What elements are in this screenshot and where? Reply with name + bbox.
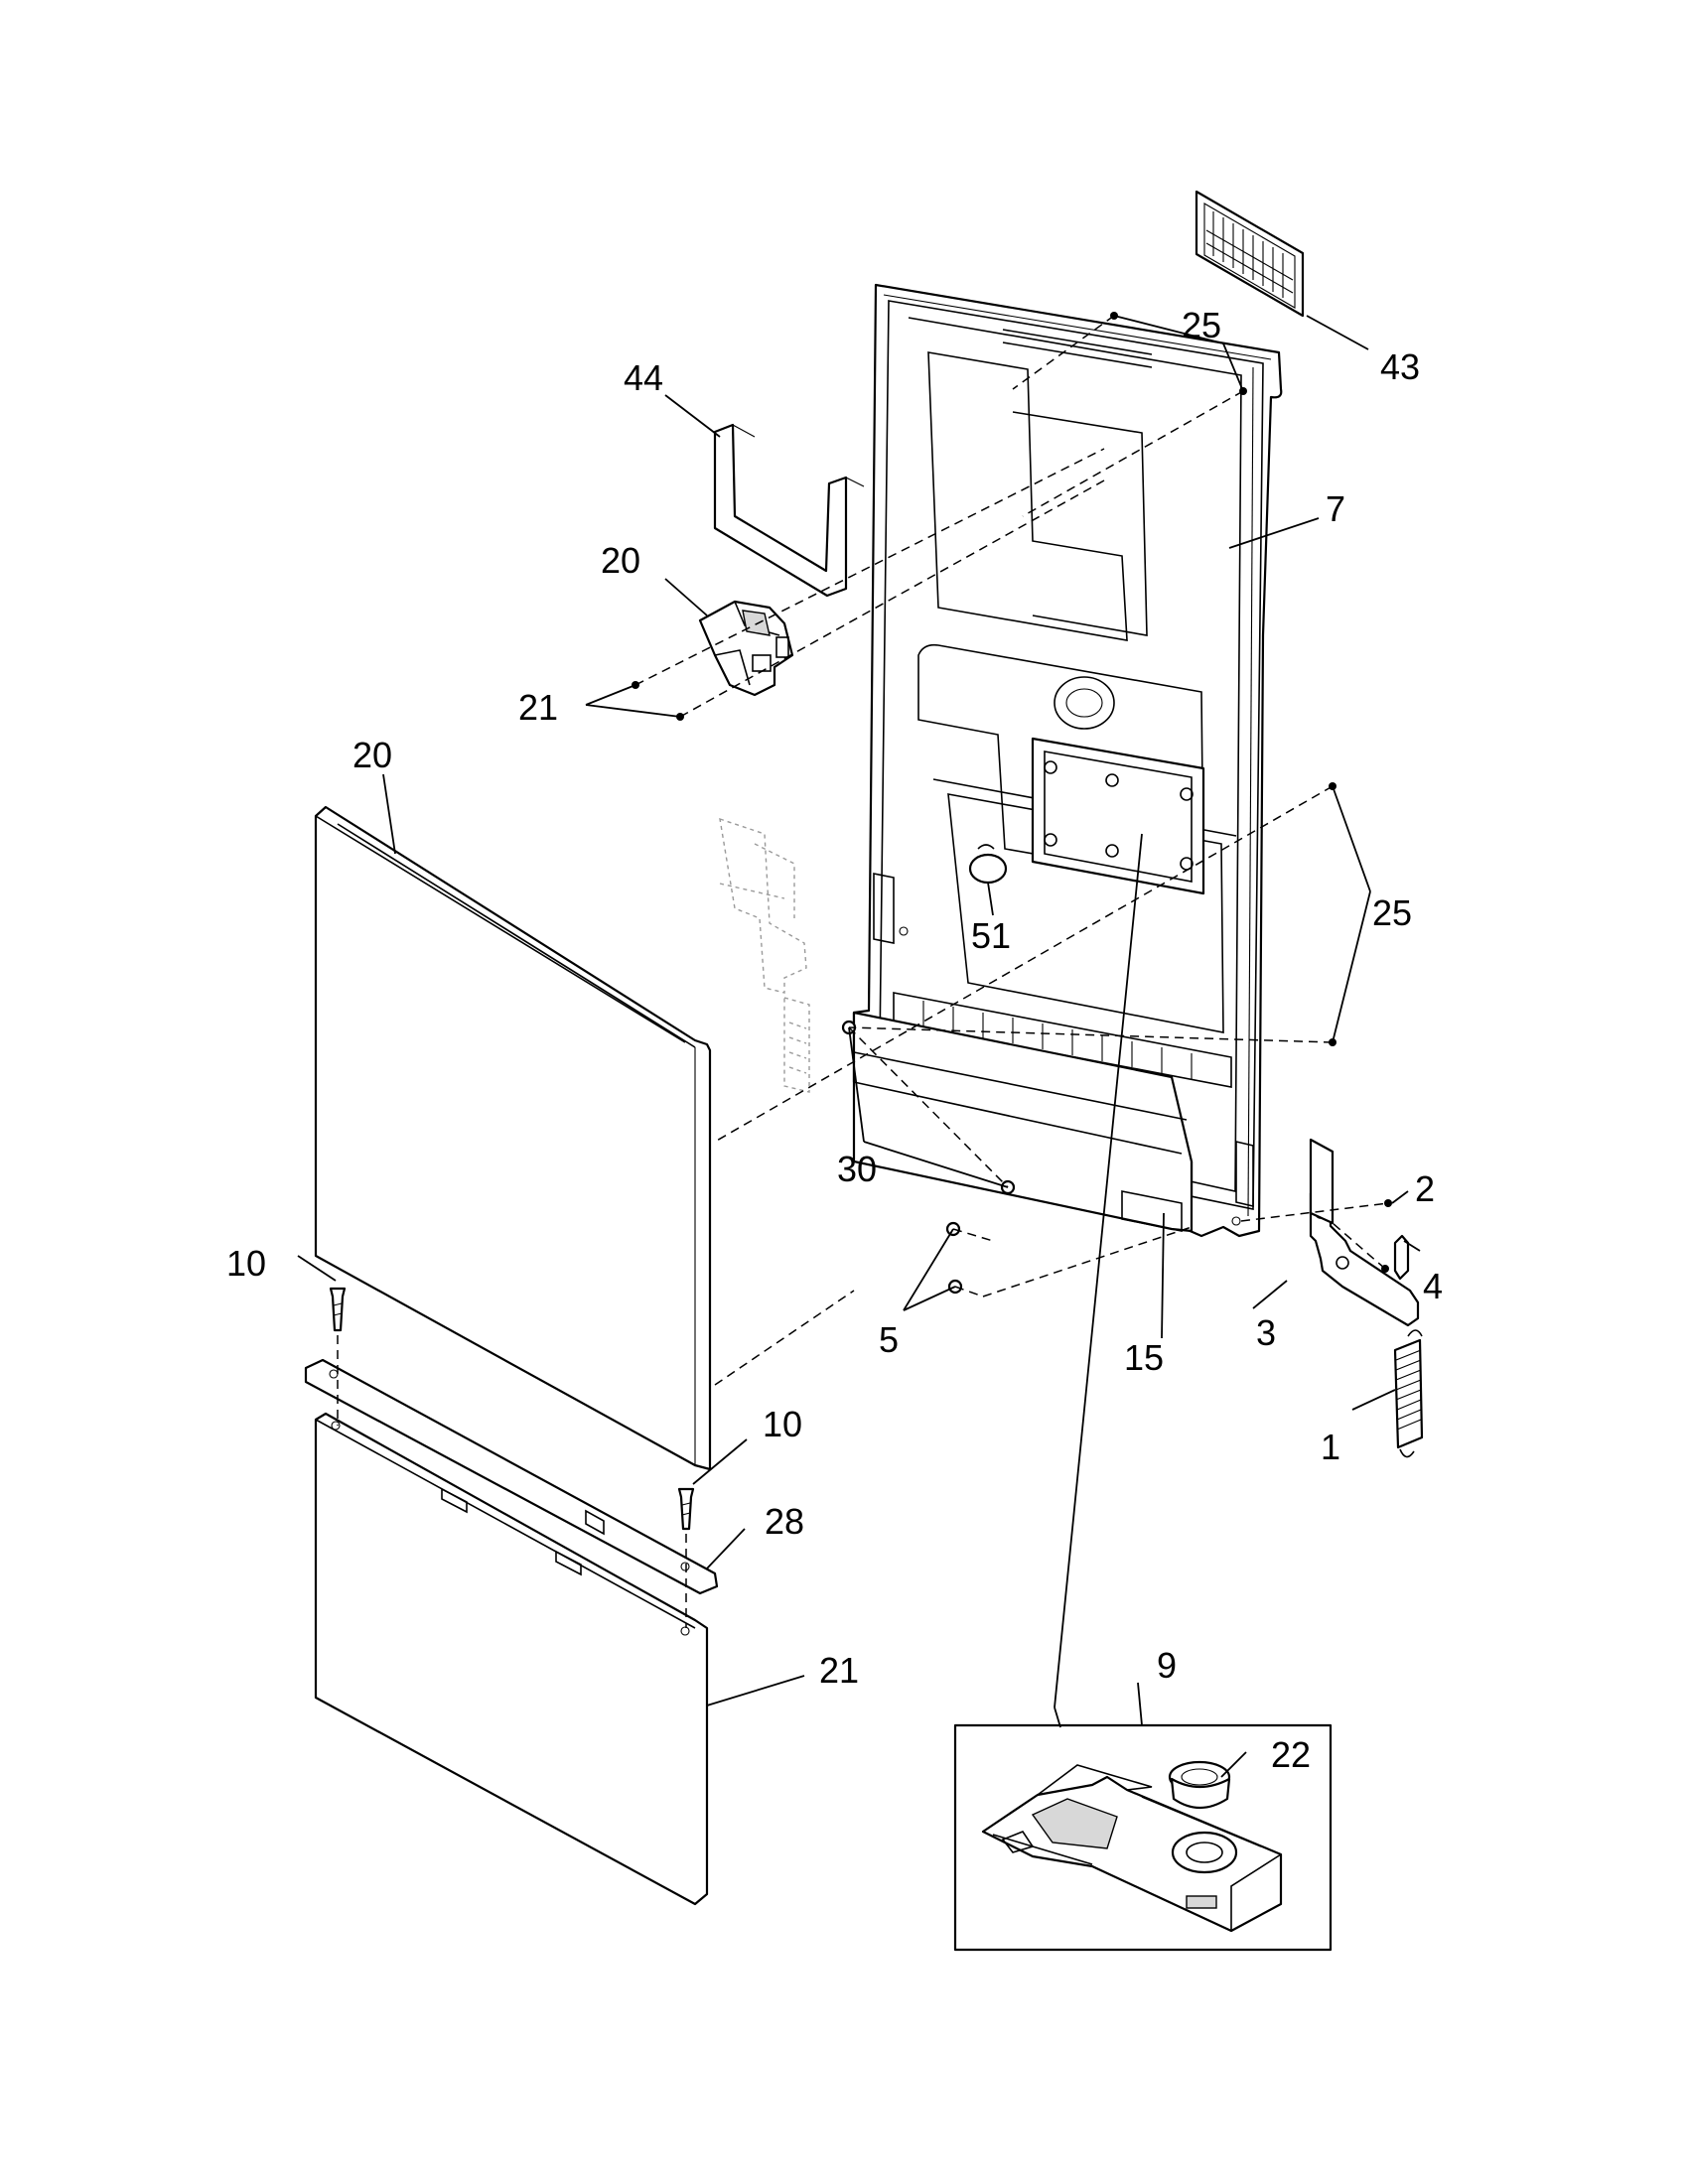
callout-10-left: 10 (226, 1243, 266, 1284)
callout-22: 22 (1271, 1734, 1311, 1775)
trim-strip-part-28 (304, 1358, 719, 1595)
callout-15: 21 (518, 687, 558, 728)
callout-51: 51 (971, 915, 1011, 956)
outer-door-panel-part-20 (314, 805, 712, 1471)
hinge-plate (1309, 1138, 1335, 1225)
dispenser-opening (1031, 737, 1205, 895)
spring-part-1 (1393, 1329, 1424, 1458)
callout-25-right: 25 (1372, 892, 1412, 933)
screw-part-10-right (677, 1487, 695, 1531)
callout-1: 1 (1321, 1427, 1340, 1467)
screw-part-10-left (329, 1287, 347, 1332)
callout-12: 20 (601, 540, 640, 581)
callout-30: 30 (837, 1149, 877, 1189)
assembly-lines (337, 315, 1389, 1628)
callout-44: 44 (624, 357, 663, 398)
callout-20: 20 (352, 735, 392, 775)
callout-28: 28 (765, 1501, 804, 1542)
grille-slots (1205, 211, 1294, 298)
leader-lines (297, 315, 1421, 1778)
callout-10-right: 10 (763, 1404, 802, 1444)
kick-panel-part-21 (314, 1412, 709, 1906)
clip-part-4 (1393, 1234, 1410, 1281)
callout-25-top: 25 (1182, 305, 1221, 345)
screw-part-2 (1381, 1199, 1392, 1273)
grille-part-43 (1195, 190, 1305, 318)
door-latch-part-12 (698, 600, 794, 697)
callout-3: 3 (1256, 1312, 1276, 1353)
callout-2: 2 (1415, 1168, 1435, 1209)
dispenser-inset-part-9 (953, 1723, 1333, 1952)
ghost-hinge-outline (719, 817, 810, 1093)
dispenser-cap-part-22 (1168, 1760, 1231, 1810)
nuts-part-5 (945, 1221, 963, 1295)
callout-9: 9 (1157, 1645, 1177, 1686)
callout-5: 5 (879, 1319, 899, 1360)
callout-labels: 43 25 44 7 20 21 20 25 51 30 2 4 3 5 15 … (226, 305, 1443, 1775)
callout-11: 15 (1124, 1337, 1164, 1378)
callout-4: 4 (1423, 1266, 1443, 1306)
callout-21: 21 (819, 1650, 859, 1691)
callout-7: 7 (1326, 488, 1345, 529)
callout-43: 43 (1380, 346, 1420, 387)
insulation-part-44 (713, 423, 865, 598)
